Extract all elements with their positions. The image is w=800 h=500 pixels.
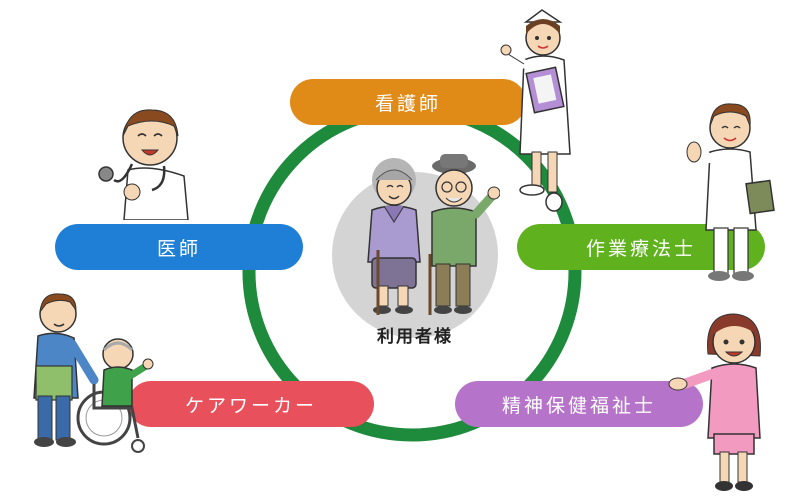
role-nurse-label: 看護師 [290,79,526,125]
role-doctor-label: 医師 [55,224,303,270]
care-worker-icon [33,293,154,453]
role-care-worker-label: ケアワーカー [128,381,374,427]
therapist-icon [686,103,775,281]
doctor-icon [98,109,189,220]
center-label: 利用者様 [377,327,453,347]
role-psychiatric-social-worker-label: 精神保健福祉士 [455,381,703,427]
social-worker-icon [668,313,761,491]
elderly-couple-icon [367,154,500,315]
nurse-icon [500,9,571,212]
